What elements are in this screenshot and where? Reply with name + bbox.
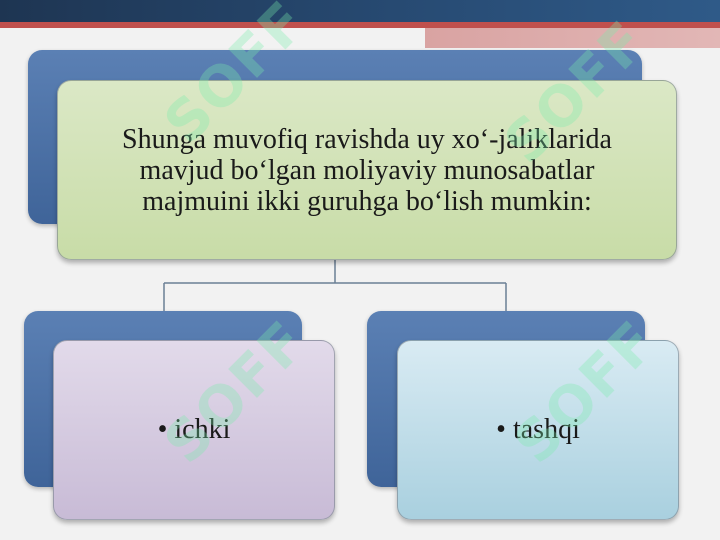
internal-group-card: • ichki bbox=[53, 340, 335, 520]
external-group-card: • tashqi bbox=[397, 340, 679, 520]
external-group-label: • tashqi bbox=[496, 414, 580, 445]
main-statement-text: Shunga muvofiq ravishda uy xo‘-jaliklari… bbox=[122, 123, 612, 217]
top-banner-bar bbox=[0, 0, 720, 22]
main-statement-card: Shunga muvofiq ravishda uy xo‘-jaliklari… bbox=[57, 80, 677, 260]
internal-group-label: • ichki bbox=[157, 414, 231, 445]
accent-red-line bbox=[0, 22, 720, 28]
accent-red-block bbox=[425, 28, 720, 48]
